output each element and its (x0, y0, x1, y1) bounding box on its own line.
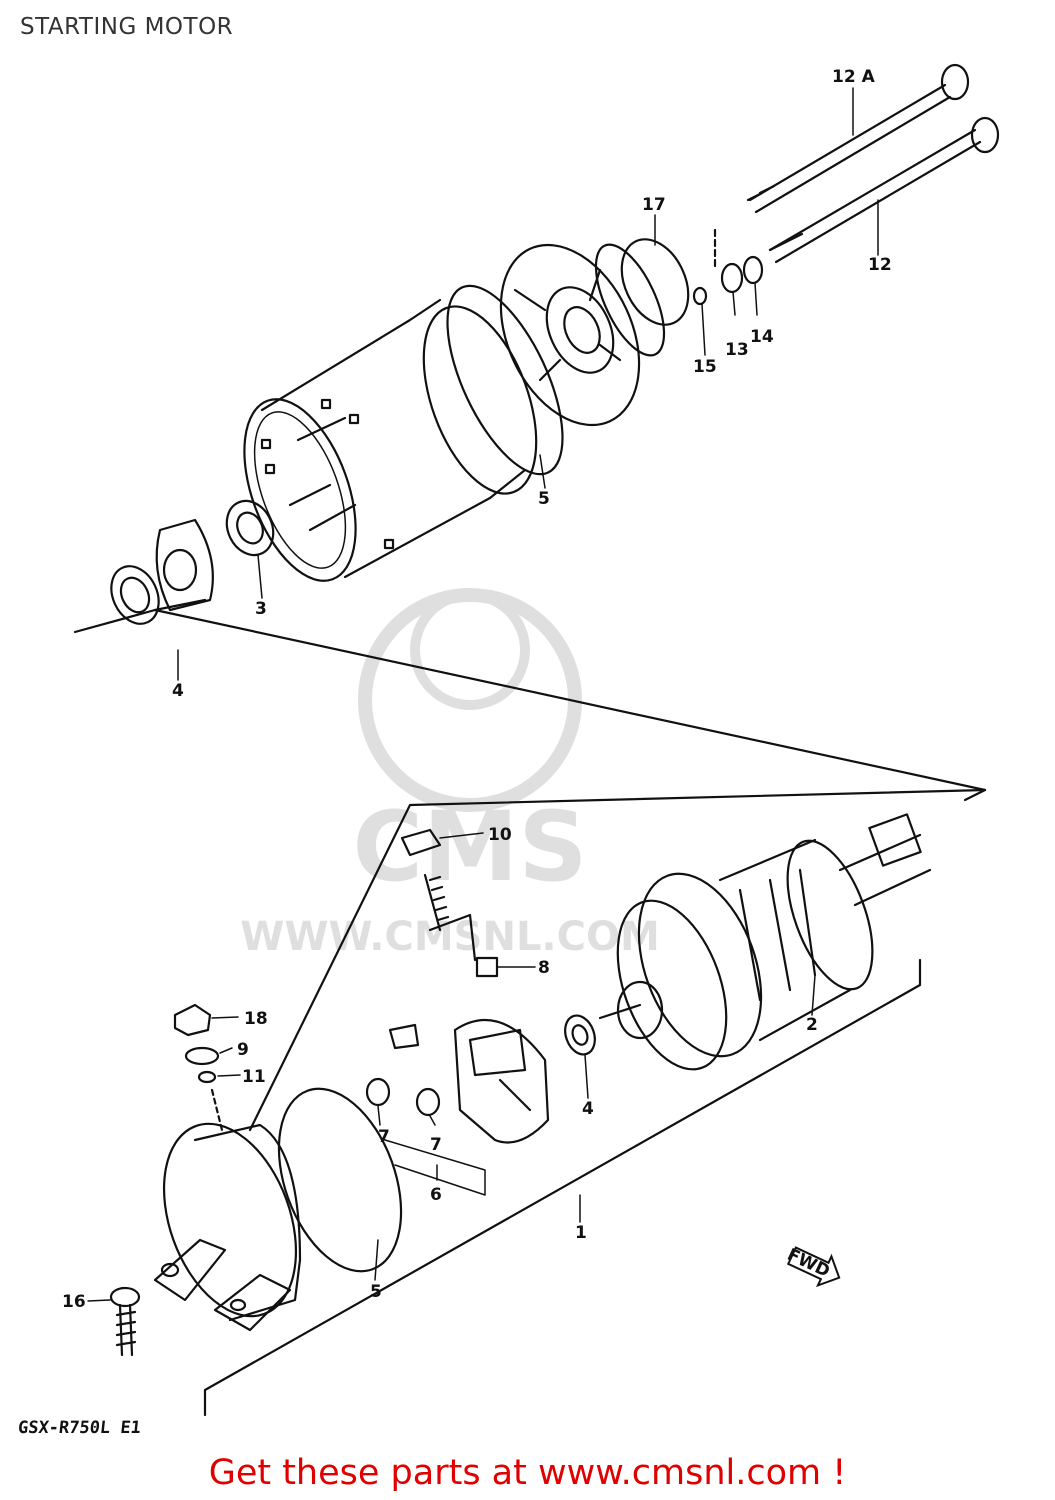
o-ring-upper (446, 284, 564, 476)
armature (598, 813, 932, 1071)
callout-4-lower: 4 (582, 1099, 594, 1119)
cms-watermark-logo: CMS WWW.CMSNL.COM (240, 588, 660, 960)
callout-7-left: 7 (378, 1127, 390, 1147)
footer-link[interactable]: Get these parts at www.cmsnl.com ! (208, 1453, 847, 1493)
lower-bracket-lines (203, 788, 987, 1417)
oil-seal-3 (225, 499, 275, 557)
upper-bracket-lines (73, 598, 987, 792)
callout-6: 6 (430, 1185, 442, 1205)
callout-11: 11 (242, 1067, 266, 1087)
washer-4-lower (564, 1014, 596, 1056)
model-code: GSX-R750L E1 (16, 1418, 142, 1438)
callout-5-upper: 5 (538, 489, 550, 509)
leader-lines (87, 87, 879, 1302)
callout-4-upper: 4 (172, 681, 184, 701)
yoke-housing (243, 298, 538, 582)
callout-7-right: 7 (430, 1135, 442, 1155)
callout-12: 12 (868, 255, 892, 275)
o-ring-17 (620, 238, 690, 326)
callout-12a: 12 A (832, 67, 876, 87)
page-title: STARTING MOTOR (20, 14, 234, 40)
screw-16 (109, 1286, 141, 1357)
nut-18 (173, 1003, 212, 1037)
callout-5-lower: 5 (370, 1282, 382, 1302)
end-cover-lower (153, 1122, 302, 1332)
terminal-10 (400, 828, 442, 857)
washer-4-upper (110, 518, 214, 625)
callout-13: 13 (725, 340, 749, 360)
washer-13 (720, 262, 744, 294)
end-cover-upper (499, 243, 666, 427)
callout-1: 1 (575, 1223, 587, 1243)
watermark-brand: CMS (352, 791, 587, 903)
callout-16: 16 (62, 1292, 86, 1312)
callout-18: 18 (244, 1009, 268, 1029)
fwd-arrow-icon: FWD (784, 1245, 841, 1288)
fwd-arrow-label: FWD (784, 1245, 833, 1282)
washer-14 (742, 255, 764, 285)
callout-17: 17 (642, 195, 666, 215)
callout-15: 15 (693, 357, 717, 377)
o-ring-lower (277, 1087, 403, 1273)
callout-14: 14 (750, 327, 774, 347)
washer-11 (197, 1070, 217, 1084)
callout-10: 10 (488, 825, 512, 845)
callout-labels: 12 A 12 17 13 14 15 5 3 4 10 8 2 18 9 11… (62, 67, 892, 1312)
callout-9: 9 (237, 1040, 249, 1060)
callout-8: 8 (538, 958, 550, 978)
brush-holder (453, 1018, 550, 1144)
brush-7-left (365, 1077, 391, 1107)
washer-9 (184, 1046, 220, 1066)
washer-15 (692, 286, 708, 306)
watermark-url: WWW.CMSNL.COM (240, 914, 660, 960)
through-bolt-12 (768, 116, 1000, 264)
brush-7-right (415, 1087, 441, 1117)
through-bolt-12a (746, 63, 970, 214)
callout-3: 3 (255, 599, 267, 619)
callout-2: 2 (806, 1015, 818, 1035)
